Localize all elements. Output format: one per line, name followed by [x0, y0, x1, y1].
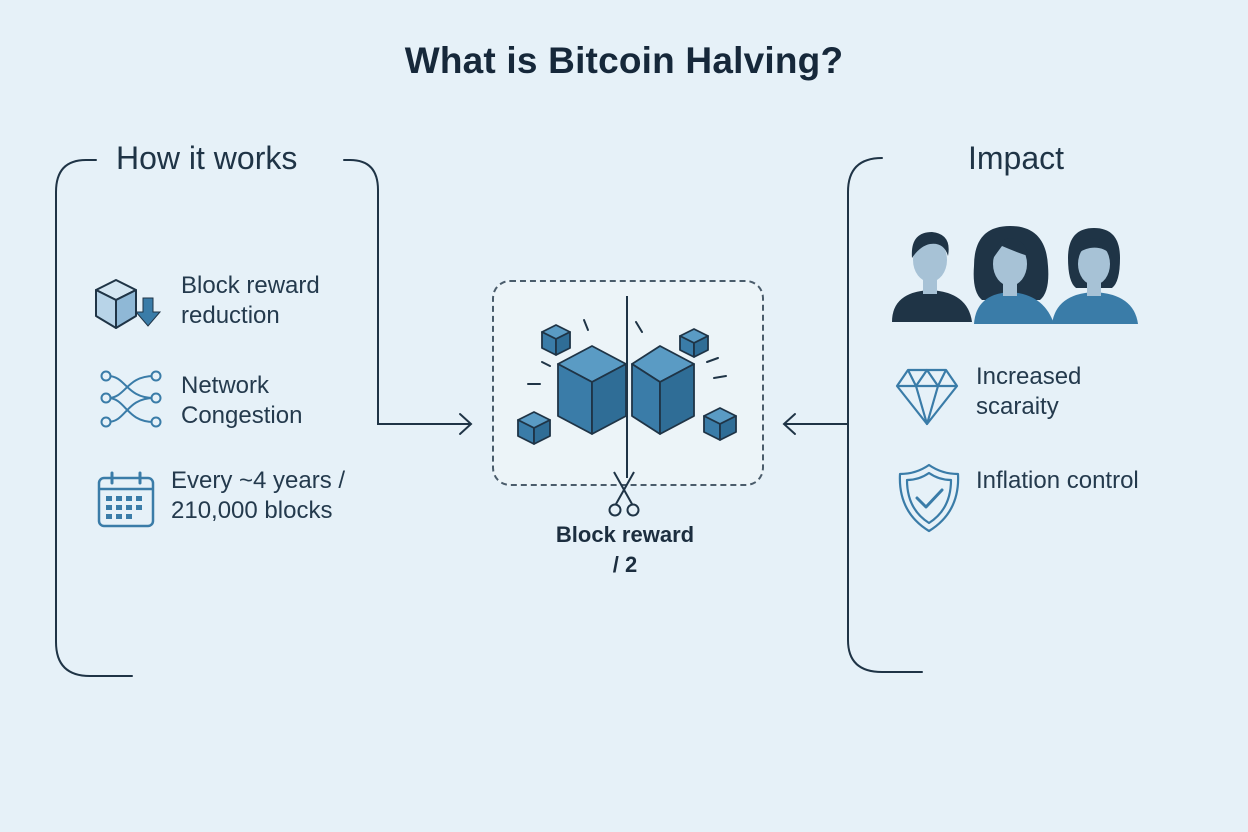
item-network-congestion: Network Congestion: [181, 371, 302, 431]
shield-check-icon: [898, 463, 960, 533]
scissors-icon: [608, 471, 640, 517]
page-title: What is Bitcoin Halving?: [404, 40, 844, 81]
left-bracket: [55, 159, 133, 677]
item-increased-scarcity: Increased scaraity: [976, 362, 1081, 422]
item-line: Increased: [976, 363, 1082, 390]
left-arrow-head: [459, 413, 473, 435]
item-line: Block reward: [181, 272, 320, 299]
item-inflation-control: Inflation control: [976, 466, 1139, 496]
calendar-icon: [97, 471, 155, 528]
impact-title: Impact: [968, 140, 1065, 176]
split-blocks-icon: [517, 296, 737, 478]
item-line: scaraity: [976, 393, 1059, 420]
item-line: Congestion: [181, 402, 303, 429]
how-it-works-title: How it works: [116, 140, 298, 176]
right-arrow-head: [782, 413, 796, 435]
item-line: 210,000 blocks: [171, 497, 333, 524]
left-bracket-right-arm: [343, 159, 471, 425]
item-line: Every ~4 years /: [171, 467, 346, 494]
block-reward-label: Block reward / 2: [500, 520, 750, 580]
network-nodes-icon: [100, 370, 162, 428]
item-line: Network: [181, 372, 270, 399]
people-group-icon: [892, 226, 1138, 324]
item-block-reward-reduction: Block reward reduction: [181, 271, 320, 331]
item-every-4-years: Every ~4 years / 210,000 blocks: [171, 466, 345, 526]
cube-down-arrow-icon: [95, 279, 162, 329]
item-line: reduction: [181, 302, 280, 329]
diamond-icon: [895, 368, 959, 426]
right-bracket: [847, 157, 923, 673]
item-line: Inflation control: [976, 467, 1139, 494]
label-line-1: Block reward: [555, 522, 695, 547]
label-line-2: / 2: [612, 552, 638, 577]
